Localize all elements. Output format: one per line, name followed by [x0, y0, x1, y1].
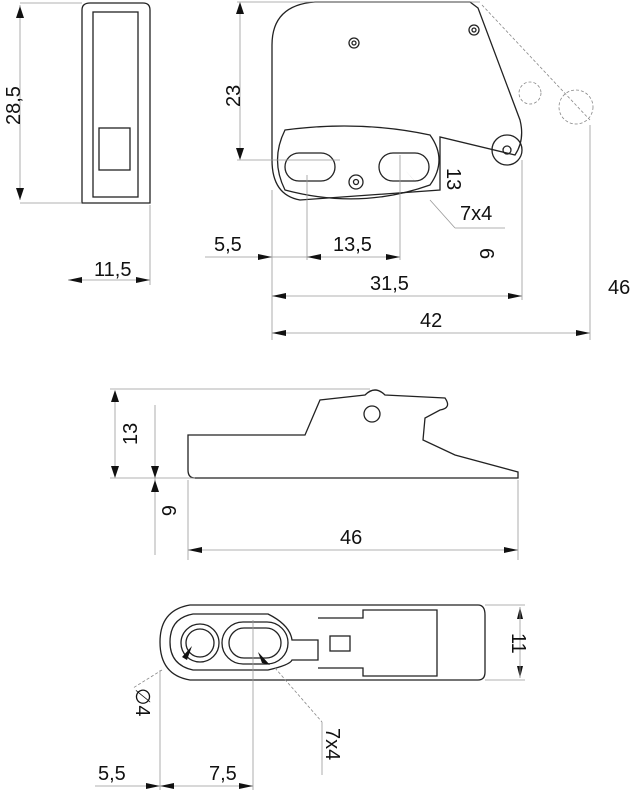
dim-bottom-hole: ∅4	[131, 688, 153, 717]
dim-profile-13: 13	[120, 423, 142, 445]
profile-view	[110, 388, 519, 560]
dim-front-42: 42	[420, 310, 442, 332]
dim-front-13-5: 13,5	[333, 234, 372, 256]
front-view	[205, 1, 594, 340]
dim-front-6: 6	[475, 248, 497, 259]
dim-bottom-11: 11	[507, 633, 529, 654]
dim-profile-6: 6	[157, 505, 179, 516]
dim-front-13: 13	[442, 168, 464, 190]
dim-bottom-slot: 7x4	[321, 728, 343, 760]
dim-side-width: 11,5	[94, 259, 131, 281]
bottom-view	[95, 604, 525, 790]
dim-bottom-7-5: 7,5	[209, 763, 237, 785]
dim-front-23: 23	[223, 85, 245, 107]
dim-front-31-5: 31,5	[370, 273, 409, 295]
side-view	[16, 2, 151, 285]
dim-front-5-5: 5,5	[214, 234, 242, 256]
dim-front-46: 46	[608, 277, 630, 299]
dim-side-height: 28,5	[3, 86, 25, 125]
dim-profile-46: 46	[340, 527, 362, 549]
dim-front-slot: 7x4	[460, 203, 492, 225]
dim-bottom-5-5: 5,5	[98, 763, 126, 785]
